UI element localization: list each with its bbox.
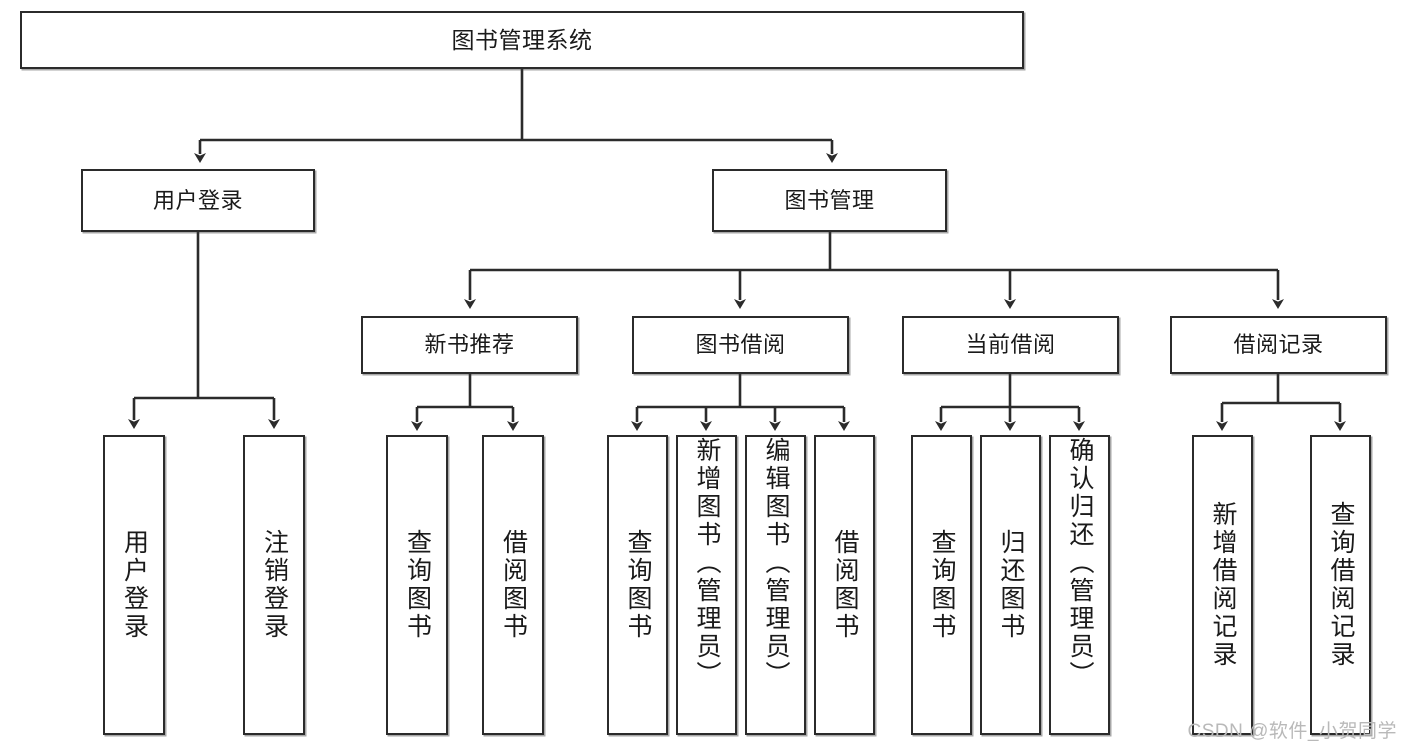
node-label: 确认归还（管理员） (1066, 437, 1094, 689)
node-leaf-confirm-return-admin[interactable]: 确认归还（管理员） (1049, 435, 1110, 735)
node-leaf-query-book-borrow[interactable]: 查询图书 (607, 435, 668, 735)
node-label: 新增图书（管理员） (693, 437, 721, 689)
node-label: 新增借阅记录 (1209, 501, 1237, 669)
node-leaf-query-book-current[interactable]: 查询图书 (911, 435, 972, 735)
node-user-login[interactable]: 用户登录 (81, 169, 315, 232)
node-label: 用户登录 (152, 187, 243, 213)
node-leaf-logout[interactable]: 注销登录 (243, 435, 305, 735)
node-label: 查询图书 (403, 529, 432, 641)
node-label: 编辑图书（管理员） (762, 437, 790, 689)
node-leaf-return-book[interactable]: 归还图书 (980, 435, 1041, 735)
node-leaf-user-login[interactable]: 用户登录 (103, 435, 165, 735)
node-current-borrow[interactable]: 当前借阅 (902, 316, 1119, 374)
node-leaf-add-book-admin[interactable]: 新增图书（管理员） (676, 435, 737, 735)
node-label: 当前借阅 (965, 332, 1056, 358)
node-label: 借阅图书 (831, 529, 859, 641)
node-label: 借阅图书 (499, 529, 528, 641)
node-root-system[interactable]: 图书管理系统 (20, 11, 1024, 69)
node-new-book-recommend[interactable]: 新书推荐 (361, 316, 578, 374)
node-label: 图书借阅 (695, 332, 786, 358)
node-leaf-add-borrow-record[interactable]: 新增借阅记录 (1192, 435, 1253, 735)
node-label: 注销登录 (260, 529, 289, 641)
node-label: 新书推荐 (424, 332, 515, 358)
node-book-management[interactable]: 图书管理 (712, 169, 947, 232)
node-leaf-edit-book-admin[interactable]: 编辑图书（管理员） (745, 435, 806, 735)
node-leaf-borrow-book-recommend[interactable]: 借阅图书 (482, 435, 544, 735)
node-label: 查询图书 (928, 529, 956, 641)
node-leaf-borrow-book[interactable]: 借阅图书 (814, 435, 875, 735)
node-borrow-record[interactable]: 借阅记录 (1170, 316, 1387, 374)
node-book-borrow[interactable]: 图书借阅 (632, 316, 849, 374)
node-label: 查询借阅记录 (1327, 501, 1355, 669)
node-leaf-query-borrow-record[interactable]: 查询借阅记录 (1310, 435, 1371, 735)
node-leaf-query-book-recommend[interactable]: 查询图书 (386, 435, 448, 735)
node-label: 用户登录 (120, 529, 149, 641)
node-label: 图书管理 (784, 187, 875, 213)
node-label: 借阅记录 (1233, 332, 1324, 358)
node-label: 查询图书 (624, 529, 652, 641)
watermark: CSDN @软件_小贺同学 (1187, 721, 1397, 742)
node-label: 归还图书 (997, 529, 1025, 641)
node-label: 图书管理系统 (451, 26, 593, 53)
